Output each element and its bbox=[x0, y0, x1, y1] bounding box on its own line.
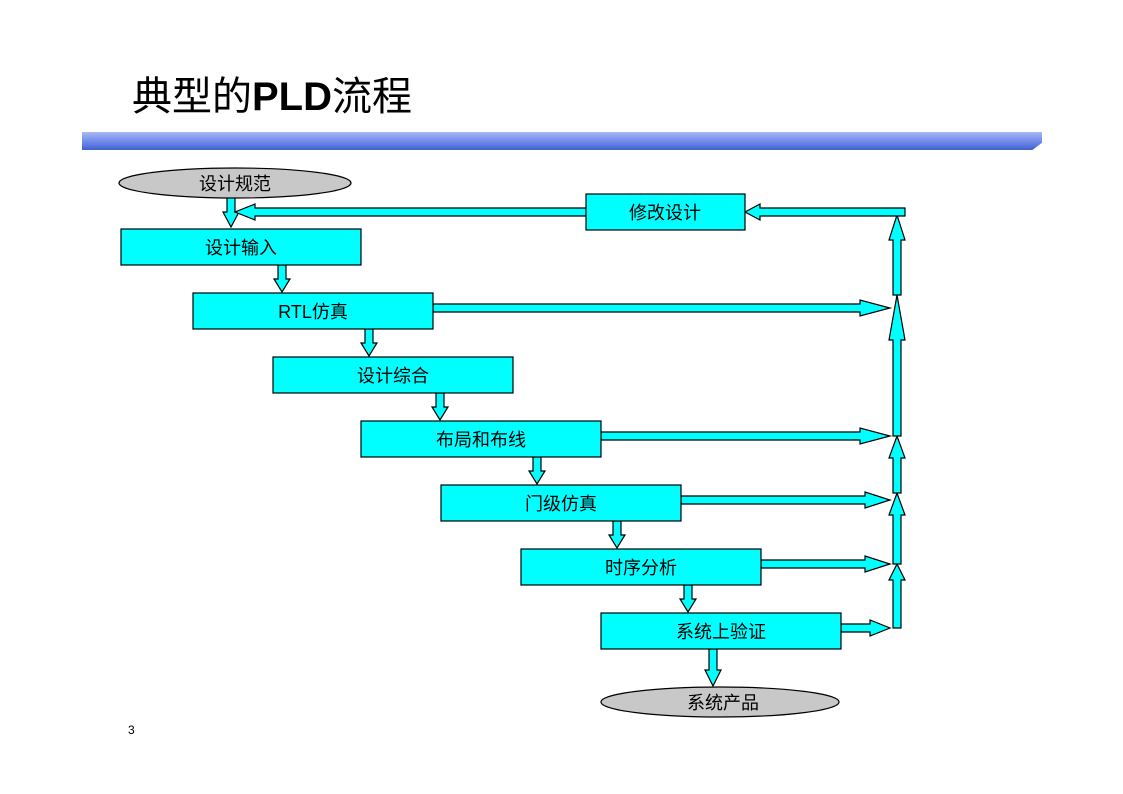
input-label: 设计输入 bbox=[205, 238, 277, 259]
arrow-synth-to-pnr bbox=[430, 392, 450, 422]
arrow-rtl-to-synth bbox=[359, 328, 379, 358]
arrow-timing-to-feedback bbox=[760, 555, 892, 573]
spec-ellipse: 设计规范 bbox=[118, 167, 352, 199]
arrow-verify-to-feedback bbox=[840, 619, 892, 637]
slide-title: 典型的PLD流程 bbox=[132, 72, 412, 122]
pnr-box: 布局和布线 bbox=[360, 420, 602, 458]
arrow-up-segment-3 bbox=[888, 434, 906, 494]
rtl-cn: 仿真 bbox=[312, 302, 348, 323]
input-box: 设计输入 bbox=[120, 228, 362, 266]
verify-label: 系统上验证 bbox=[676, 622, 766, 643]
title-underline-bar bbox=[82, 132, 1042, 150]
timing-box: 时序分析 bbox=[520, 548, 762, 586]
arrow-gate-to-feedback bbox=[680, 491, 892, 509]
arrow-up-segment-4 bbox=[888, 294, 906, 437]
arrow-verify-to-product bbox=[704, 648, 722, 688]
product-ellipse: 系统产品 bbox=[600, 686, 840, 718]
verify-box: 系统上验证 bbox=[600, 612, 842, 650]
synth-box: 设计综合 bbox=[272, 356, 514, 394]
title-part-1: 典型的 bbox=[132, 74, 252, 120]
rtl-sim-label: RTL仿真 bbox=[278, 302, 348, 323]
gate-sim-label: 门级仿真 bbox=[525, 494, 597, 515]
gate-sim-box: 门级仿真 bbox=[440, 484, 682, 522]
arrow-input-to-rtl bbox=[272, 264, 292, 294]
arrow-pnr-to-gate bbox=[527, 456, 547, 486]
arrow-timing-to-verify bbox=[678, 584, 698, 614]
modify-label: 修改设计 bbox=[629, 203, 701, 224]
product-label: 系统产品 bbox=[687, 693, 759, 714]
rtl-latin: RTL bbox=[278, 302, 312, 322]
synth-label: 设计综合 bbox=[357, 366, 429, 387]
title-part-2: 流程 bbox=[332, 74, 412, 120]
arrow-modify-to-input bbox=[233, 203, 587, 221]
arrow-pnr-to-feedback bbox=[600, 427, 893, 445]
arrow-spec-to-input bbox=[222, 196, 240, 229]
arrow-up-segment-1 bbox=[888, 562, 906, 629]
arrow-up-segment-2 bbox=[888, 491, 906, 565]
arrow-rtl-to-feedback bbox=[432, 299, 893, 317]
arrow-up-segment-5 bbox=[888, 213, 906, 296]
rtl-sim-box: RTL仿真 bbox=[192, 292, 434, 330]
page-number: 3 bbox=[128, 723, 135, 737]
arrow-feedback-to-modify bbox=[743, 203, 906, 221]
title-part-pld: PLD bbox=[252, 75, 332, 119]
timing-label: 时序分析 bbox=[605, 558, 677, 579]
pnr-label: 布局和布线 bbox=[436, 430, 526, 451]
spec-label: 设计规范 bbox=[199, 174, 271, 195]
modify-box: 修改设计 bbox=[585, 193, 746, 231]
arrow-gate-to-timing bbox=[607, 520, 627, 550]
